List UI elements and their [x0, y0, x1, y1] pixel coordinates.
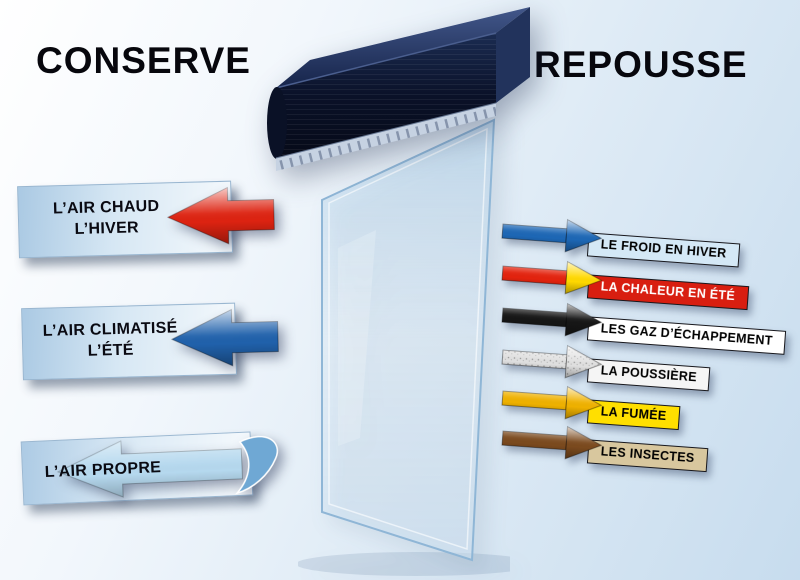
title-repousse: REPOUSSE: [534, 44, 748, 85]
warm-air-arrow-icon: [166, 186, 275, 245]
heat-arrow-icon: [501, 261, 603, 295]
conserve-banner-clean-air: L’AIR PROPRE: [20, 431, 278, 508]
cooled-air-arrow-icon: [170, 308, 279, 367]
repousse-banner-insects: LES INSECTES: [499, 418, 709, 473]
repousse-banner-exhaust: LES GAZ D’ÉCHAPPEMENT: [499, 295, 787, 356]
dust-arrow-icon: [501, 345, 603, 379]
conserve-banner-warm-air: L’AIR CHAUD L’HIVER: [17, 180, 275, 259]
repousse-banner-cold: LE FROID EN HIVER: [499, 211, 741, 268]
exhaust-arrow-icon: [501, 303, 603, 337]
air-curtain-unit: [267, 7, 530, 171]
banner-label: L’AIR CLIMATISÉ L’ÉTÉ: [42, 319, 178, 360]
glass-door: [298, 118, 510, 576]
title-conserve: CONSERVE: [36, 40, 251, 81]
repousse-banner-smoke: LA FUMÉE: [499, 378, 681, 431]
banner-label: L’AIR CHAUD L’HIVER: [52, 197, 160, 238]
insects-arrow-icon: [501, 426, 603, 460]
repousse-banner-heat: LA CHALEUR EN ÉTÉ: [499, 253, 750, 311]
repousse-banner-dust: LA POUSSIÈRE: [499, 337, 712, 392]
clean-air-arrow-icon: [56, 435, 278, 498]
smoke-arrow-icon: [501, 386, 603, 420]
conserve-banner-cooled-air: L’AIR CLIMATISÉ L’ÉTÉ: [21, 302, 279, 381]
cold-arrow-icon: [501, 219, 603, 253]
banner-label: LES INSECTES: [586, 439, 709, 473]
